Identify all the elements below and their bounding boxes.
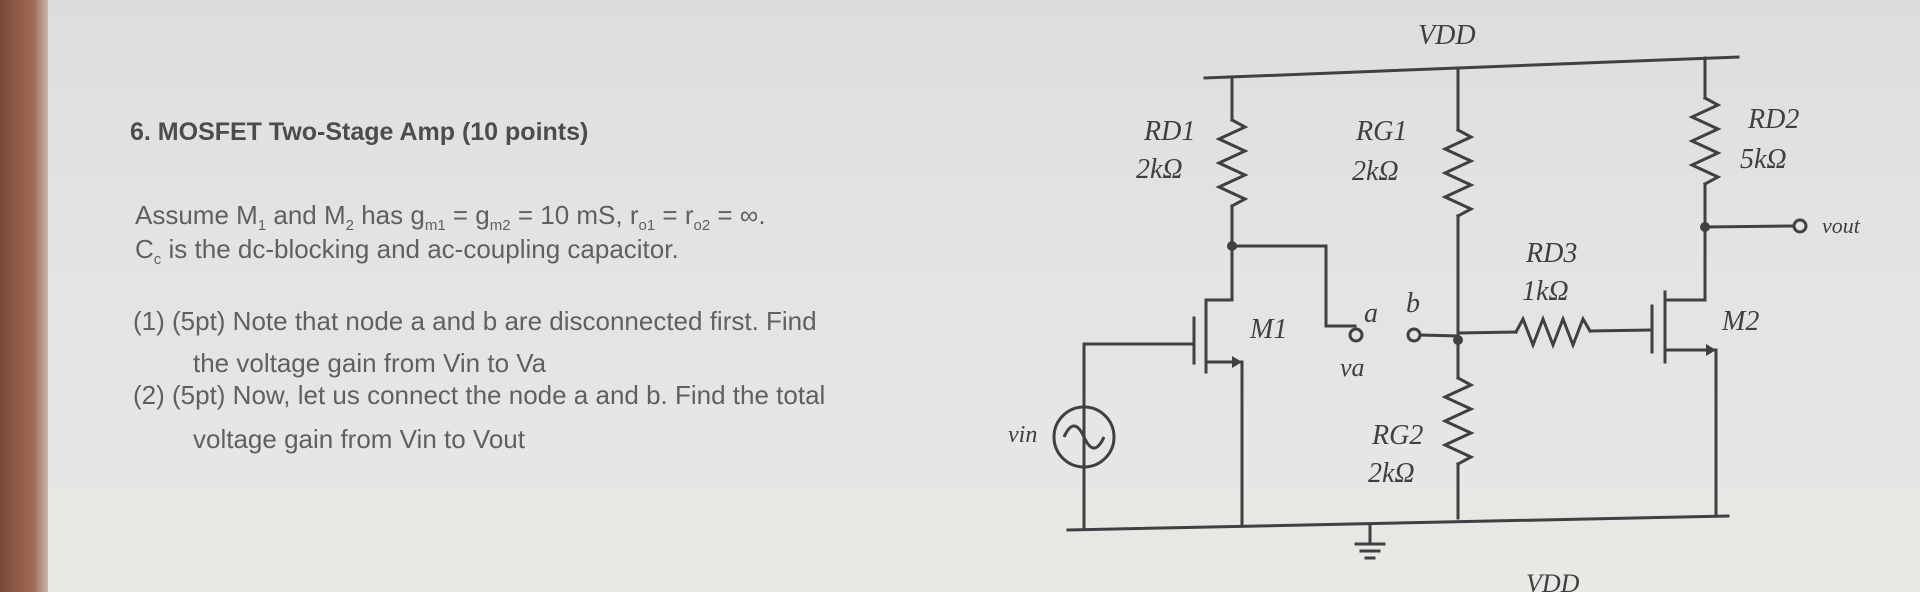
vout-terminal [1792,218,1808,234]
va-label: va [1340,353,1365,382]
part2-line2: voltage gain from Vin to Vout [193,424,525,454]
m2-drain-wire [1663,226,1707,302]
rd2-value: 5kΩ [1740,144,1787,175]
sine-icon [1062,424,1106,450]
divider-node [1453,335,1463,345]
ground-rail [1066,514,1730,532]
vdd-bottom-label: VDD [1526,569,1580,592]
rd3-value: 1kΩ [1522,276,1569,307]
vin-to-gate-wire [1082,342,1196,530]
m1-label: M1 [1249,314,1287,345]
assumption-line: Assume M1 and M2 has gm1 = gm2 = 10 mS, … [135,200,766,234]
page-edge [0,0,48,592]
assume-prefix: Assume M [135,200,258,230]
m1-source-arrow [1232,356,1242,368]
capacitor-note: Cc is the dc-blocking and ac-coupling ca… [135,234,679,268]
cblock-rest: is the dc-blocking and ac-coupling capac… [161,234,679,264]
rd1-value: 2kΩ [1136,154,1183,185]
drain-to-a-wire [1230,244,1357,328]
rg1-value: 2kΩ [1352,156,1399,187]
rd2-resistor [1688,95,1722,187]
part1-line1: (1) (5pt) Note that node a and b are dis… [133,306,817,336]
rg2-resistor [1441,375,1475,467]
assume-eq3: = r [655,200,694,230]
assume-eq2: = 10 mS, r [510,200,639,230]
node-a-terminal [1348,327,1364,343]
rd2-label: RD2 [1747,104,1799,135]
m2-source-wire [1663,348,1718,516]
assume-gm2-sub: m2 [489,217,511,235]
part1-line2: the voltage gain from Vin to Va [193,348,547,378]
node-b-terminal [1406,327,1422,343]
problem-title: 6. MOSFET Two-Stage Amp (10 points) [130,118,589,146]
assume-m1-sub: 1 [257,217,267,235]
assume-gm1-sub: m1 [424,217,446,235]
vout-label: vout [1822,213,1861,238]
rg2-label: RG2 [1371,420,1423,451]
assume-m2-sub: 2 [345,217,354,235]
b-to-divider-wire [1418,333,1460,338]
rg1-label: RG1 [1355,116,1407,147]
rd3-right-wire [1588,328,1654,333]
m2-label: M2 [1721,306,1759,337]
vin-source [1052,405,1116,469]
node-a-label: a [1364,298,1378,329]
assume-eq1: = g [445,200,490,230]
rd1-resistor [1215,117,1249,209]
cblock-prefix: C [135,234,154,264]
vdd-top-label: VDD [1418,20,1476,51]
rd1-label: RD1 [1143,116,1195,147]
node-b-label: b [1406,288,1420,319]
part2-line1: (2) (5pt) Now, let us connect the node a… [133,380,826,410]
vout-wire [1703,224,1796,229]
rd3-left-wire [1456,330,1518,335]
assume-ro2-sub: o2 [693,217,711,235]
paper-sheet [48,0,1920,592]
cblock-sub: c [153,251,162,269]
vdd-rail [1203,55,1740,80]
assume-and: and M [266,200,346,230]
rd3-label: RD3 [1525,238,1577,269]
rd3-resistor [1513,314,1593,350]
rg2-value: 2kΩ [1368,458,1415,489]
vin-label: vin [1008,422,1037,448]
m2-source-arrow [1706,344,1716,356]
assume-end: = ∞. [710,200,766,230]
rg1-resistor [1441,127,1475,219]
m1-source-wire [1204,360,1244,528]
assume-rest: has g [354,200,425,230]
assume-ro1-sub: o1 [638,217,656,235]
